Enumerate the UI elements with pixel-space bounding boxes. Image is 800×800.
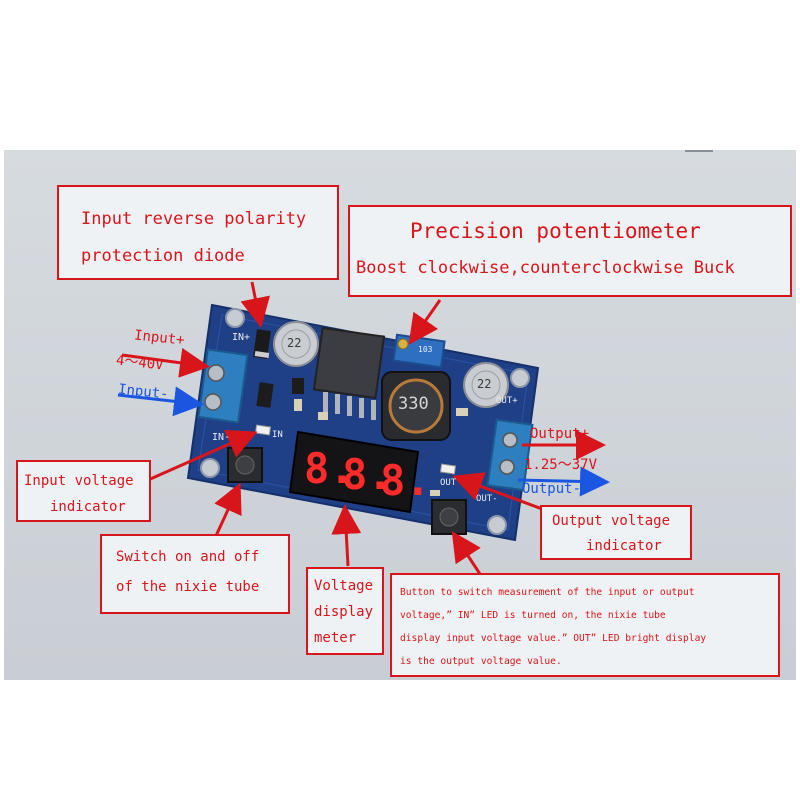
callout-button-description: Button to switch measurement of the inpu… xyxy=(390,573,780,677)
output-plus-label: Output+ xyxy=(530,426,590,442)
pointer-switch-button xyxy=(213,482,242,539)
silk-in-minus: IN- xyxy=(212,432,231,443)
pointer-right-button xyxy=(451,530,482,575)
callout-voltmeter: Voltage display meter xyxy=(306,567,384,655)
pointer-diode xyxy=(240,281,271,328)
output-minus-label: Output- xyxy=(522,481,582,497)
silk-out-plus: OUT+ xyxy=(496,396,518,406)
inductor xyxy=(381,371,451,441)
callout-reverse-polarity-line2: protection diode xyxy=(81,246,245,266)
regulator-ic xyxy=(312,326,386,420)
callout-switch-tube: Switch on and off of the nixie tube xyxy=(100,534,290,614)
callout-reverse-polarity-line1: Input reverse polarity xyxy=(81,209,307,229)
out-led xyxy=(439,463,457,475)
callout-button-line1: Button to switch measurement of the inpu… xyxy=(400,587,695,598)
callout-output-indicator-line2: indicator xyxy=(586,538,662,554)
silk-in-led: IN xyxy=(272,430,283,440)
input-terminal-block xyxy=(197,348,249,424)
callout-voltmeter-line3: meter xyxy=(314,630,357,646)
callout-switch-tube-line2: of the nixie tube xyxy=(116,579,260,595)
callout-output-indicator-line1: Output voltage xyxy=(552,513,671,529)
cap-left-code: 22 xyxy=(287,336,302,350)
frame-mark xyxy=(685,150,713,152)
left-push-button xyxy=(227,447,263,483)
callout-potentiometer-line2: Boost clockwise,counterclockwise Buck xyxy=(356,258,735,278)
callout-input-indicator-line2: indicator xyxy=(50,499,126,515)
display-digit-2: 8. xyxy=(342,450,393,499)
in-led xyxy=(254,424,272,436)
callout-input-indicator-line1: Input voltage xyxy=(24,473,134,489)
callout-voltmeter-line2: display xyxy=(314,604,374,620)
callout-button-line3: display input voltage value.” OUT” LED b… xyxy=(400,633,707,644)
callout-voltmeter-line1: Voltage xyxy=(314,578,374,594)
silk-out-led: OUT xyxy=(440,478,457,488)
callout-output-indicator: Output voltage indicator xyxy=(540,505,692,560)
input-minus-arrow xyxy=(117,386,204,417)
cap-right-code: 22 xyxy=(477,377,492,391)
callout-potentiometer-line1: Precision potentiometer xyxy=(410,219,701,243)
mounting-holes xyxy=(200,308,530,535)
callout-input-indicator: Input voltage indicator xyxy=(16,460,151,522)
callout-switch-tube-line1: Switch on and off xyxy=(116,549,260,565)
output-terminal-block xyxy=(486,418,534,492)
right-push-button xyxy=(431,499,467,535)
silk-in-plus: IN+ xyxy=(232,332,251,343)
callout-reverse-polarity: Input reverse polarity protection diode xyxy=(57,185,339,280)
pointer-input-led xyxy=(147,429,258,482)
callout-potentiometer: Precision potentiometer Boost clockwise,… xyxy=(348,205,792,297)
pointer-output-led xyxy=(452,472,546,512)
pointer-potentiometer xyxy=(408,299,442,345)
pot-code: 103 xyxy=(418,345,433,354)
inductor-code: 330 xyxy=(398,394,429,414)
output-range-label: 1.25～37V xyxy=(524,457,598,473)
output-capacitor xyxy=(463,362,509,408)
callout-button-line4: is the output voltage value. xyxy=(400,656,562,667)
input-capacitor xyxy=(273,321,319,367)
display-digit-3: 8. xyxy=(380,456,431,505)
pointer-voltmeter xyxy=(331,504,362,567)
output-minus-arrow xyxy=(517,466,610,497)
callout-button-line2: voltage,” IN” LED is turned on, the nixi… xyxy=(400,610,666,621)
display-digit-1: 8. xyxy=(304,444,355,493)
input-plus-arrow xyxy=(121,347,210,378)
seven-segment-display xyxy=(288,430,420,514)
silk-out-minus: OUT- xyxy=(476,494,498,504)
